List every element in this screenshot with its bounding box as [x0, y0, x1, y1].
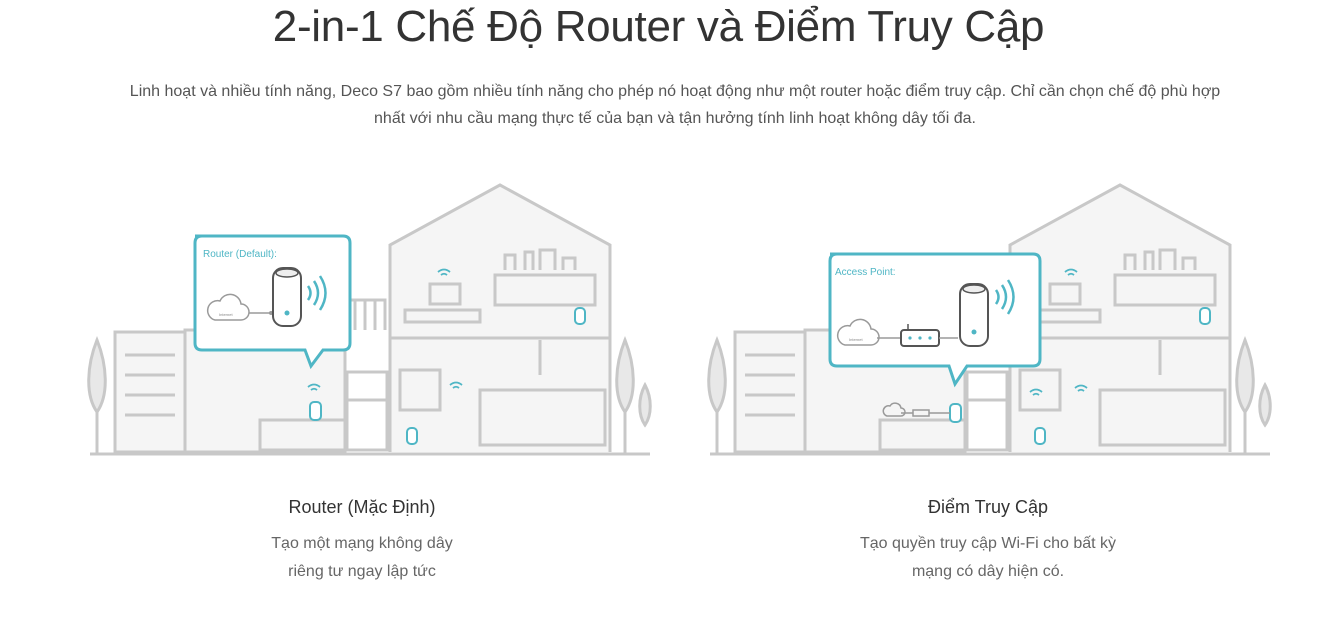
- section-heading: 2-in-1 Chế Độ Router và Điểm Truy Cập: [272, 2, 1045, 51]
- router-mode-description: Tạo một mạng không dây riêng tư ngay lập…: [162, 530, 562, 586]
- intro-line-2: nhất với nhu cầu mạng thực tế của bạn và…: [374, 110, 976, 127]
- router-mode-illustration: Router (Default): Internet: [85, 180, 655, 460]
- access-point-callout: Access Point: Internet: [828, 252, 1042, 388]
- intro-line-1: Linh hoạt và nhiều tính năng, Deco S7 ba…: [129, 83, 1221, 100]
- router-mode-desc-line-1: Tạo một mạng không dây: [271, 535, 453, 552]
- access-point-mode-caption: Điểm Truy Cập Tạo quyền truy cập Wi-Fi c…: [788, 494, 1188, 586]
- callout-label: Access Point:: [835, 267, 896, 278]
- access-point-mode-desc-line-1: Tạo quyền truy cập Wi-Fi cho bất kỳ: [859, 535, 1117, 552]
- access-point-mode-illustration: Access Point: Internet: [705, 180, 1275, 460]
- router-mode-desc-line-2: riêng tư ngay lập tức: [288, 563, 436, 580]
- house-illustration-router: Router (Default): Internet: [87, 183, 652, 456]
- section-intro: Linh hoạt và nhiều tính năng, Deco S7 ba…: [60, 78, 1290, 132]
- cloud-label: Internet: [219, 312, 233, 317]
- router-mode-caption: Router (Mặc Định) Tạo một mạng không dây…: [162, 494, 562, 586]
- access-point-mode-description: Tạo quyền truy cập Wi-Fi cho bất kỳ mạng…: [788, 530, 1188, 586]
- cloud-label: Internet: [849, 337, 863, 342]
- callout-label: Router (Default):: [203, 249, 277, 260]
- router-mode-title: Router (Mặc Định): [288, 497, 436, 517]
- house-illustration-access-point: Access Point: Internet: [707, 183, 1272, 456]
- access-point-mode-desc-line-2: mạng có dây hiện có.: [911, 563, 1065, 580]
- access-point-mode-title: Điểm Truy Cập: [927, 497, 1049, 517]
- router-callout: Router (Default): Internet: [193, 234, 352, 370]
